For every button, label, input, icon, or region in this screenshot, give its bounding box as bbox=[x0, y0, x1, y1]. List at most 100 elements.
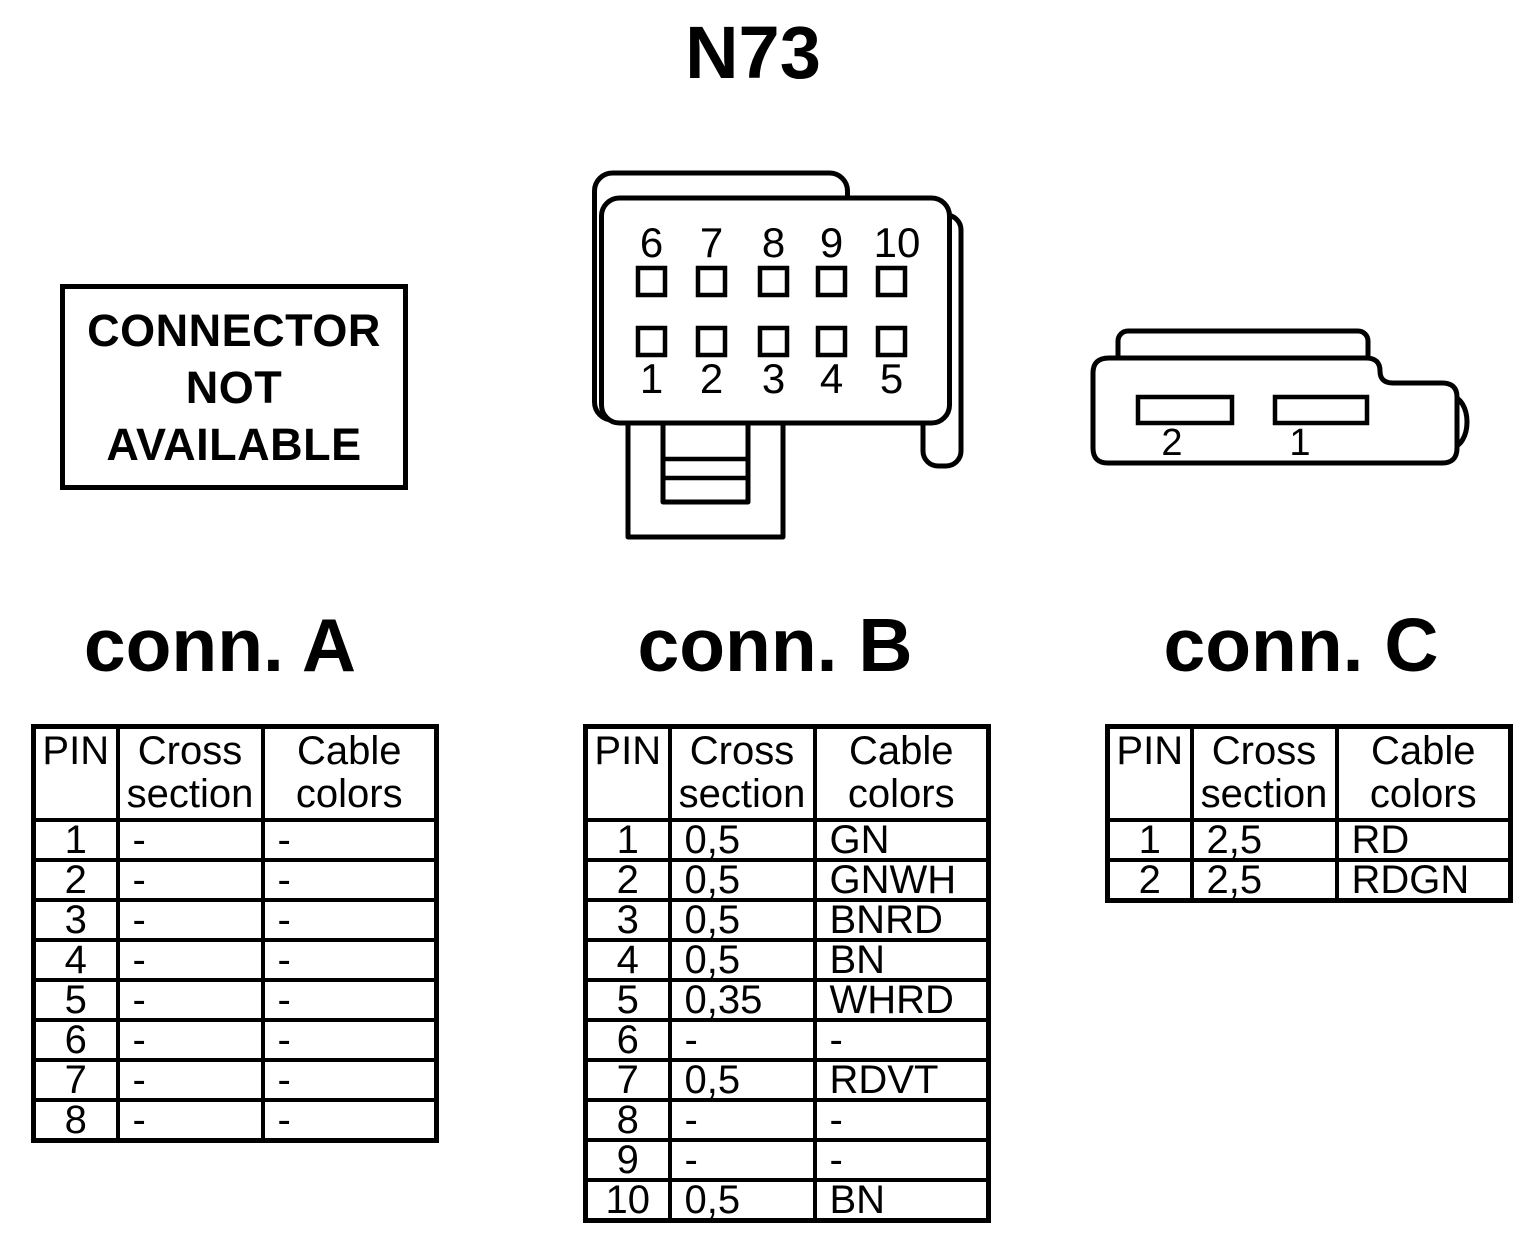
table-row: 8-- bbox=[583, 1098, 991, 1142]
table-row: 3-- bbox=[31, 898, 439, 942]
cross-section-header: Cross section bbox=[1189, 724, 1339, 822]
table-row: 4-- bbox=[31, 938, 439, 982]
pin-number-cell: 2 bbox=[1105, 858, 1194, 903]
na-box-line-3: AVAILABLE bbox=[106, 418, 362, 470]
pin-5-square bbox=[875, 325, 908, 358]
conn-a-table: PIN Cross section Cable colors 1--2--3--… bbox=[31, 724, 439, 1143]
pin-number-cell: 1 bbox=[583, 818, 672, 862]
pin-number-cell: 1 bbox=[31, 818, 120, 862]
table-header-row: PIN Cross section Cable colors bbox=[1105, 724, 1513, 822]
table-header-row: PIN Cross section Cable colors bbox=[31, 724, 439, 822]
cross-section-cell: - bbox=[115, 898, 265, 942]
pin-9-label: 9 bbox=[820, 219, 843, 266]
cable-color-cell: - bbox=[812, 1018, 991, 1062]
cross-section-cell: 0,5 bbox=[667, 1058, 817, 1102]
pin-number-cell: 7 bbox=[583, 1058, 672, 1102]
cross-section-header: Cross section bbox=[115, 724, 265, 822]
pin-8-square bbox=[757, 265, 790, 298]
cable-color-cell: BN bbox=[812, 938, 991, 982]
cross-section-header: Cross section bbox=[667, 724, 817, 822]
cable-color-cell: BNRD bbox=[812, 898, 991, 942]
pin-9-square bbox=[815, 265, 848, 298]
pin-number-cell: 5 bbox=[583, 978, 672, 1022]
pin-7-label: 7 bbox=[700, 219, 723, 266]
cross-section-cell: 0,5 bbox=[667, 898, 817, 942]
page-title: N73 bbox=[685, 11, 821, 94]
cross-section-cell: - bbox=[115, 1058, 265, 1102]
pin-1-label: 1 bbox=[640, 355, 663, 402]
conn-b-title: conn. B bbox=[637, 603, 913, 687]
cross-section-cell: 0,5 bbox=[667, 1178, 817, 1223]
cable-colors-header: Cable colors bbox=[1334, 724, 1513, 822]
pin-3-label: 3 bbox=[762, 355, 785, 402]
pin-2-square bbox=[695, 325, 728, 358]
cross-section-cell: 2,5 bbox=[1189, 858, 1339, 903]
cable-colors-header: Cable colors bbox=[812, 724, 991, 822]
cross-section-cell: - bbox=[115, 858, 265, 902]
pin-5-label: 5 bbox=[880, 355, 903, 402]
pin-number-cell: 1 bbox=[1105, 818, 1194, 862]
table-row: 1-- bbox=[31, 818, 439, 862]
conn-a-title: conn. A bbox=[83, 603, 357, 687]
pin-number-cell: 4 bbox=[31, 938, 120, 982]
cable-color-cell: GN bbox=[812, 818, 991, 862]
cable-color-cell: WHRD bbox=[812, 978, 991, 1022]
cable-color-cell: - bbox=[812, 1098, 991, 1142]
cross-section-cell: 0,35 bbox=[667, 978, 817, 1022]
cross-section-cell: 0,5 bbox=[667, 858, 817, 902]
connector-not-available-box: CONNECTOR NOT AVAILABLE bbox=[60, 284, 408, 490]
cable-color-cell: - bbox=[260, 818, 439, 862]
pin-header: PIN bbox=[1105, 724, 1194, 822]
pin-number-cell: 2 bbox=[583, 858, 672, 902]
pin-number-cell: 2 bbox=[31, 858, 120, 902]
cable-color-cell: - bbox=[260, 938, 439, 982]
conn-c-title: conn. C bbox=[1163, 603, 1439, 687]
pin-number-cell: 10 bbox=[583, 1178, 672, 1223]
table-row: 8-- bbox=[31, 1098, 439, 1143]
table-row: 7-- bbox=[31, 1058, 439, 1102]
cable-color-cell: - bbox=[260, 1018, 439, 1062]
table-row: 5-- bbox=[31, 978, 439, 1022]
slot-1-rect bbox=[1272, 394, 1370, 426]
cross-section-cell: - bbox=[115, 978, 265, 1022]
slot-2-rect bbox=[1135, 394, 1235, 426]
pin-6-square bbox=[635, 265, 668, 298]
pin-4-square bbox=[815, 325, 848, 358]
pin-number-cell: 8 bbox=[583, 1098, 672, 1142]
cable-color-cell: BN bbox=[812, 1178, 991, 1223]
na-box-line-1: CONNECTOR bbox=[87, 304, 381, 356]
cable-color-cell: - bbox=[260, 1098, 439, 1143]
cable-color-cell: RDGN bbox=[1334, 858, 1513, 903]
two-pin-connector-drawing: 2 1 bbox=[1090, 328, 1470, 466]
cable-color-cell: - bbox=[260, 858, 439, 902]
table-row: 6-- bbox=[31, 1018, 439, 1062]
cross-section-cell: 0,5 bbox=[667, 938, 817, 982]
pin-3-square bbox=[757, 325, 790, 358]
pin-number-cell: 9 bbox=[583, 1138, 672, 1182]
cross-section-cell: - bbox=[667, 1018, 817, 1062]
pin-6-label: 6 bbox=[640, 219, 663, 266]
cable-color-cell: - bbox=[260, 898, 439, 942]
cable-color-cell: RDVT bbox=[812, 1058, 991, 1102]
cross-section-cell: - bbox=[115, 1018, 265, 1062]
pin-header: PIN bbox=[31, 724, 120, 822]
pin-header: PIN bbox=[583, 724, 672, 822]
cross-section-cell: - bbox=[115, 818, 265, 862]
slot-2-label: 2 bbox=[1161, 422, 1182, 464]
cross-section-cell: - bbox=[115, 1098, 265, 1143]
cable-color-cell: - bbox=[260, 1058, 439, 1102]
na-box-line-2: NOT bbox=[185, 361, 283, 413]
ten-pin-connector-drawing: 6 7 8 9 10 1 2 3 4 5 bbox=[592, 170, 964, 540]
pin-1-square bbox=[635, 325, 668, 358]
pin-number-cell: 4 bbox=[583, 938, 672, 982]
